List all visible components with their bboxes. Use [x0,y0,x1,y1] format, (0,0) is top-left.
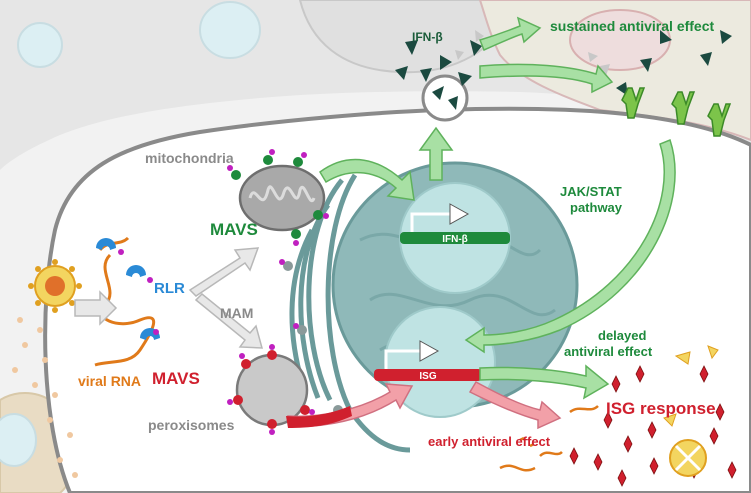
degraded-rna [499,405,599,472]
isg-to-early-effect-arrow [468,380,562,430]
nucleus [331,161,579,418]
ifn-gene: IFN-β [400,203,510,245]
virus-particle [28,259,82,313]
ifn-beta-molecules [395,30,732,96]
mitochondrion [238,164,326,232]
mavs-proteins-mitochondria [227,149,329,271]
gray-arrows [74,247,263,349]
isg-response-label: ISG response [606,399,716,418]
green-arrows [319,16,676,400]
mam-label: MAM [220,305,253,321]
ifn-gene-label: IFN-β [442,234,468,245]
delayed-label: delayed [598,328,646,343]
extracellular-particles [12,317,78,478]
peroxisomes-label: peroxisomes [148,417,235,433]
isg-gene-label: ISG [419,371,436,382]
sustained-antiviral-effect-label: sustained antiviral effect [550,18,715,34]
rlr-proteins [96,238,160,340]
ifn-vesicle [421,74,469,122]
isg-response-stars [569,365,737,487]
mavs-mitochondria-label: MAVS [210,220,258,239]
peroxisome-to-isg-arrow [286,383,414,428]
isg-gene: ISG [374,340,482,382]
jak-stat-pathway-label: pathway [570,200,623,215]
early-antiviral-effect-label: early antiviral effect [428,434,551,449]
ifn-receptors [621,87,732,137]
viral-rna-label: viral RNA [78,373,141,389]
mavs-peroxisome-label: MAVS [152,369,200,388]
mitochondria-label: mitochondria [145,150,234,166]
rlr-label: RLR [154,280,185,297]
jak-stat-label: JAK/STAT [560,184,622,199]
ifn-beta-label: IFN-β [412,30,443,44]
ifn-beta-faded [455,30,610,76]
degraded-virions [663,345,719,477]
delayed-antiviral-effect-label: antiviral effect [564,344,653,359]
